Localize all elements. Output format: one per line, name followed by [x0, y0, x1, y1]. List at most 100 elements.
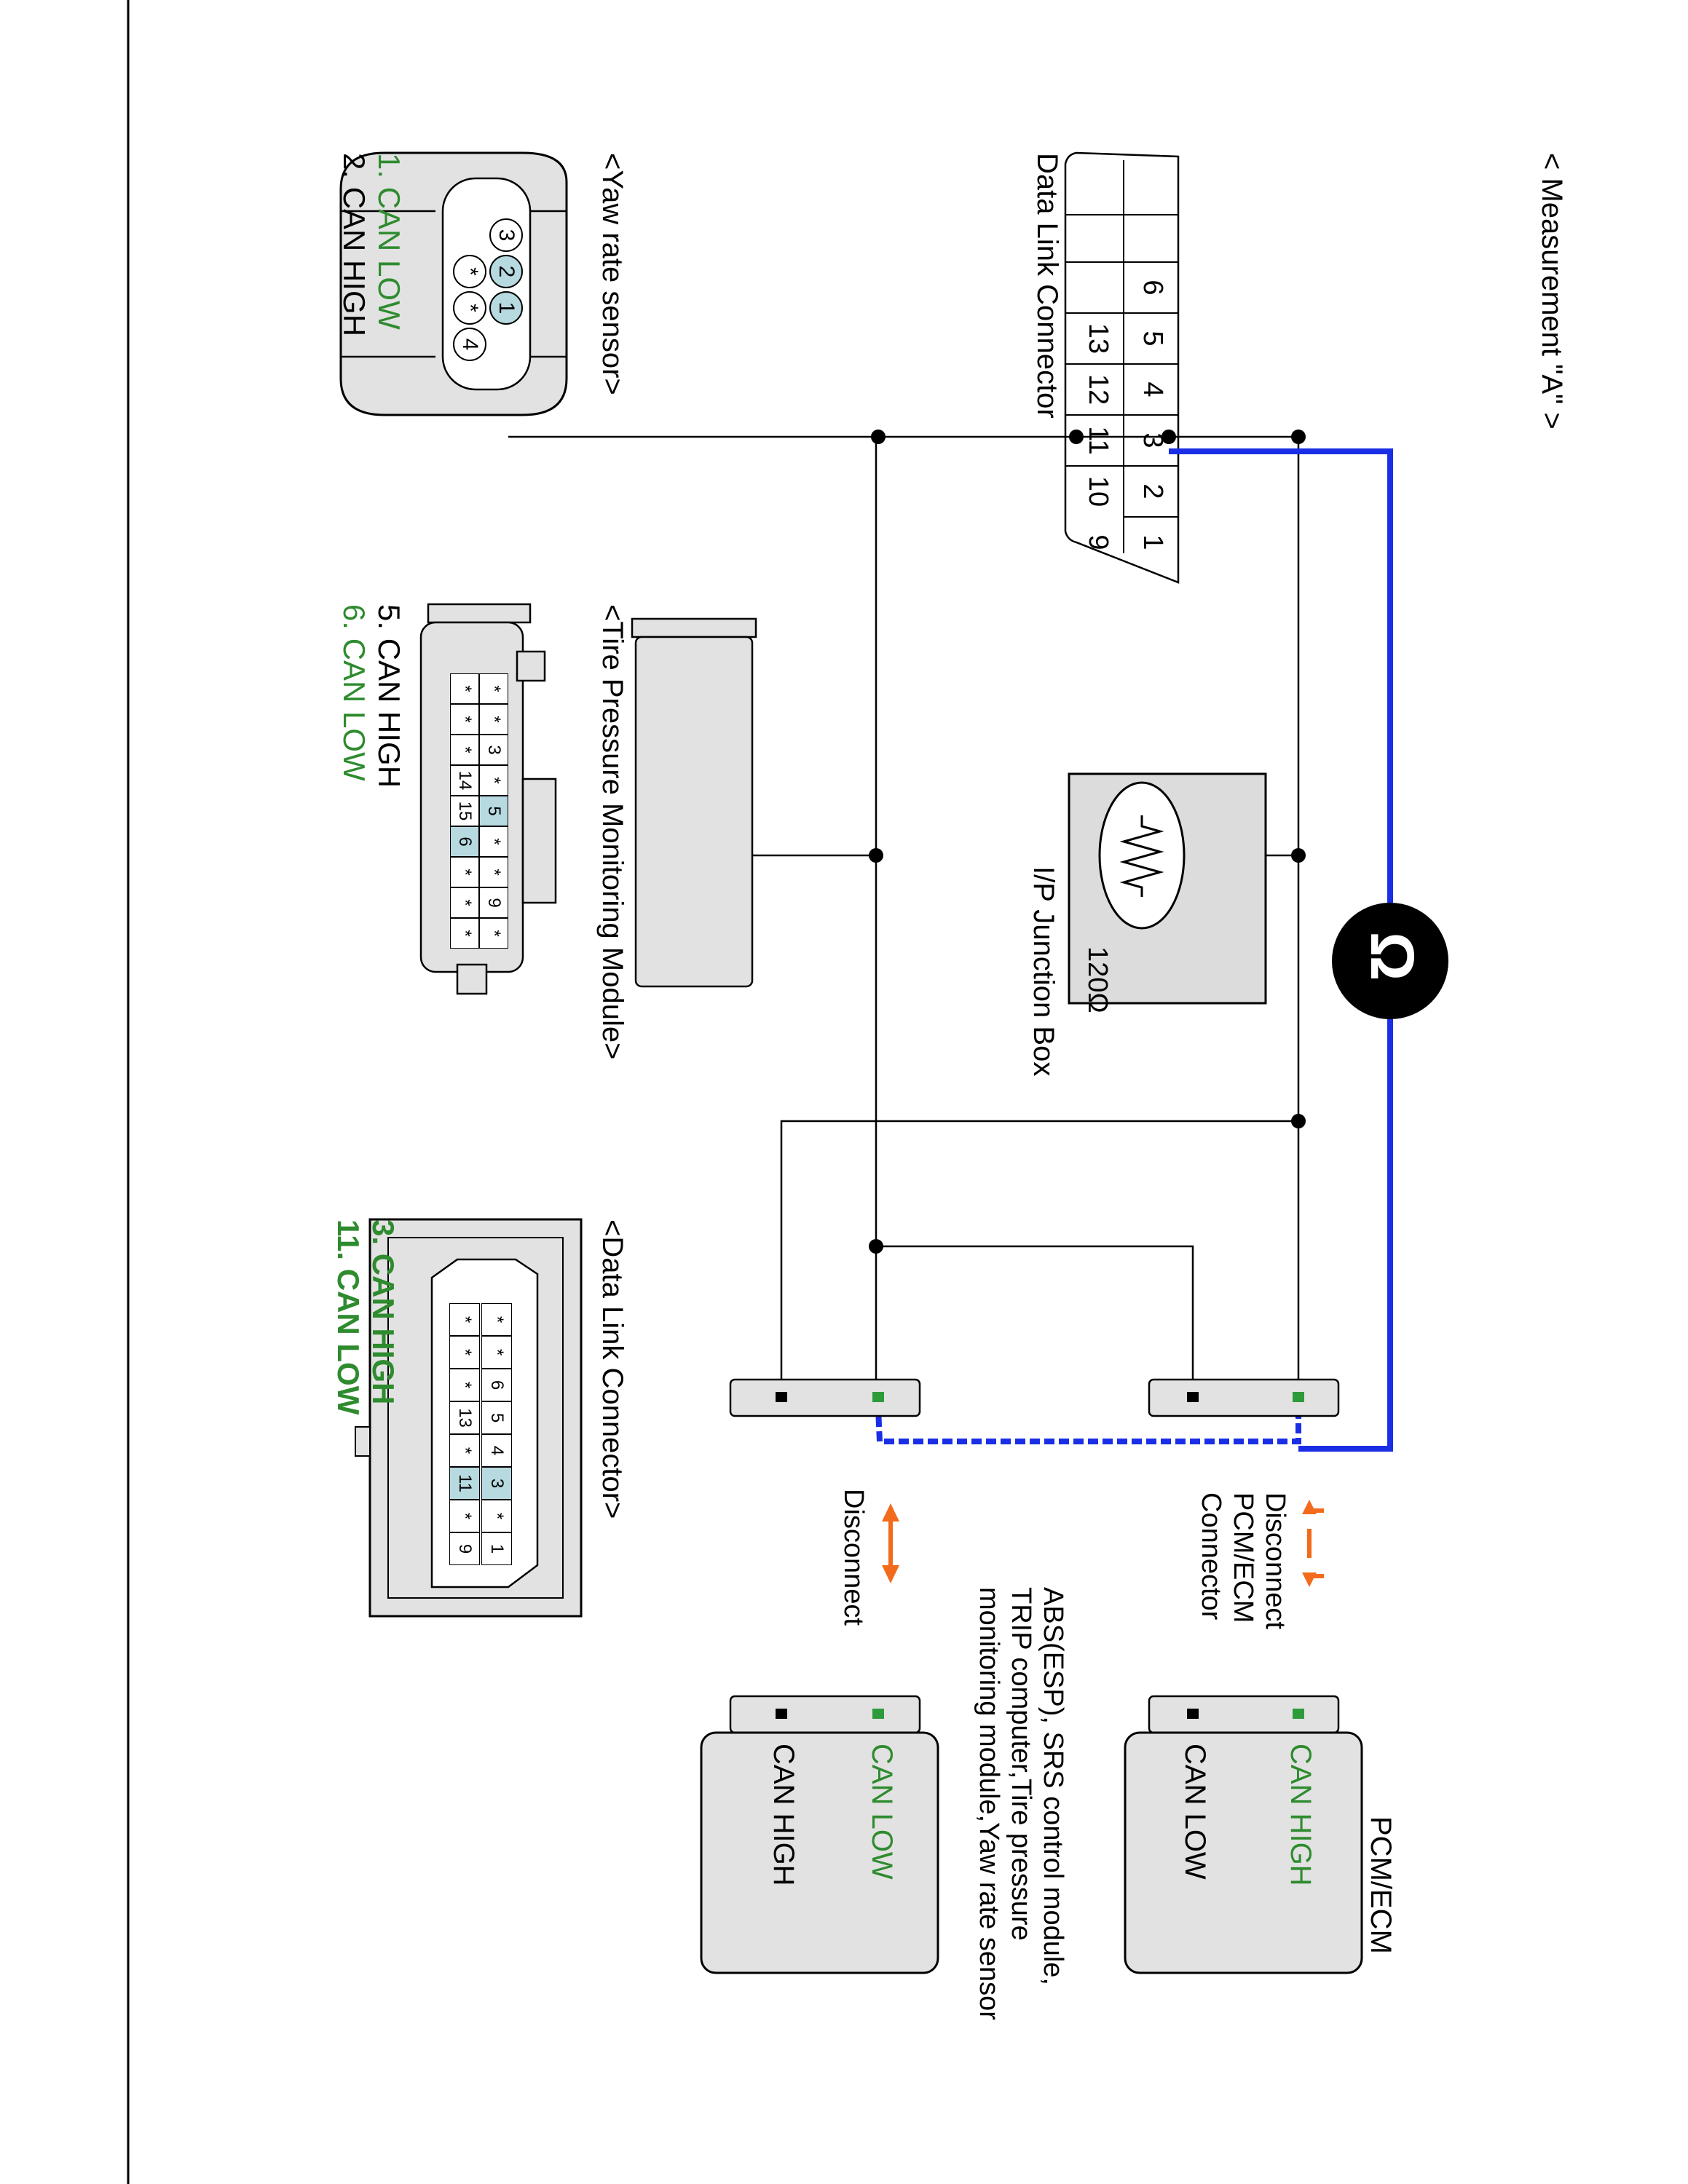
dlc-detail-pin: *: [481, 1500, 512, 1532]
dlc-pin11-dot: [1069, 430, 1084, 444]
tpms-pin: *: [450, 857, 479, 887]
dlc-detail-pin: 5: [481, 1401, 512, 1434]
dlc-detail-pin: *: [481, 1303, 512, 1336]
tpms-pin: 9: [479, 887, 508, 918]
tpms-pin: *: [479, 857, 508, 887]
dlc-detail-pin: *: [449, 1336, 480, 1369]
tpms-pin: *: [479, 673, 508, 704]
tpms-pin: 14: [450, 765, 479, 796]
pcm-module-box: [1124, 1695, 1363, 1974]
resistor-housing: [1098, 781, 1186, 930]
dlc-detail-pin: 6: [481, 1369, 512, 1401]
wire-other-ground: [876, 1245, 1194, 1398]
dlc-detail-pin: 11: [449, 1467, 480, 1500]
dlc-detail-pin: *: [481, 1336, 512, 1369]
dlc-detail-pin: *: [449, 1303, 480, 1336]
yaw-sensor-title: <Yaw rate sensor>: [596, 153, 628, 395]
dlc-detail-pin: 1: [481, 1532, 512, 1565]
tpms-pin: 6: [450, 826, 479, 857]
dlc-detail-legend-2: 11. CAN LOW: [331, 1219, 366, 1415]
resistor-symbol: [1119, 815, 1164, 897]
tpms-mid-row: * * * 14 15 6 * * *: [450, 673, 479, 949]
dlc-detail-pin: *: [449, 1369, 480, 1401]
tpms-top-row: * * 3 * 5 * * 9 *: [479, 673, 508, 949]
tpms-pin-grid: * * 3 * 5 * * 9 * * * * 14 15 6 * * *: [421, 673, 508, 965]
dlc-detail-legend-1: 3. CAN HIGH: [366, 1219, 401, 1405]
yaw-pin: 4: [453, 328, 486, 361]
tpms-pin: *: [450, 673, 479, 704]
pcm-harness-connector: [1148, 1378, 1340, 1417]
ohmmeter-icon: [1332, 903, 1448, 1019]
tpms-legend-2: 6. CAN LOW: [337, 604, 371, 781]
other-harness-connector: [729, 1378, 921, 1417]
yaw-pin: *: [453, 255, 486, 288]
dlc-pin: 1: [1137, 534, 1168, 550]
tpms-pin: 15: [450, 796, 479, 826]
tpms-pin: *: [450, 735, 479, 765]
dlc-shape: [1064, 151, 1180, 584]
yaw-pin: *: [453, 291, 486, 325]
tpms-pin: *: [479, 765, 508, 796]
probe-wire-dashed: [875, 1408, 1301, 1444]
disconnect-pcm-line: Connector: [1196, 1492, 1226, 1621]
pcm-module-title: PCM/ECM: [1365, 1816, 1397, 1954]
dlc-detail-pin: 4: [481, 1434, 512, 1467]
wire-pcm-ground: [780, 1120, 1298, 1398]
yaw-pin: 2: [489, 255, 523, 288]
dlc-pin: 9: [1083, 534, 1113, 550]
tpms-pin: *: [479, 918, 508, 949]
disconnect-arrow-other: [882, 1503, 899, 1583]
disconnect-arrow-pcm: [1302, 1500, 1324, 1587]
resistor-value: 120Ω: [1082, 946, 1113, 1013]
dlc-pin: 11: [1083, 426, 1113, 455]
tpms-pin: *: [450, 704, 479, 735]
other-module-title-line: monitoring module,Yaw rate sensor: [974, 1587, 1004, 2020]
other-module-title: ABS(ESP), SRS control module, TRIP compu…: [973, 1587, 1069, 2020]
junction-box-label: I/P Junction Box: [1028, 866, 1060, 1077]
tpms-pin: *: [450, 887, 479, 918]
dlc-pin-row2: 13 12 11 10 9: [1065, 313, 1124, 568]
dlc-pin: 10: [1083, 475, 1113, 507]
dlc-detail-pin: 13: [449, 1401, 480, 1434]
other-module-title-line: ABS(ESP), SRS control module,: [1038, 1587, 1068, 1985]
tpms-pin: *: [479, 704, 508, 735]
tpms-pin: *: [479, 826, 508, 857]
dlc-pin: 6: [1137, 280, 1168, 296]
other-can-high: CAN HIGH: [768, 1744, 800, 1886]
yaw-pin: 1: [489, 291, 523, 325]
dlc-detail-pin: 3: [481, 1467, 512, 1500]
dlc-detail-bot-row: 9 * 11 * 13 * * *: [449, 1303, 480, 1565]
disconnect-pcm-label: Disconnect PCM/ECM Connector: [1195, 1492, 1291, 1629]
yaw-pin: 3: [489, 218, 523, 252]
dlc-detail-top-row: 1 * 3 4 5 6 * *: [481, 1303, 512, 1565]
dlc-pin: 5: [1137, 331, 1168, 347]
dlc-pin: 2: [1137, 483, 1168, 499]
disconnect-other-label: Disconnect: [838, 1489, 869, 1626]
yaw-legend-1: 1. CAN LOW: [372, 153, 406, 330]
dlc-detail-pin: 9: [449, 1532, 480, 1565]
other-module-title-line: TRIP computer,Tire pressure: [1006, 1587, 1036, 1941]
ohm-symbol: Ω: [1358, 932, 1427, 981]
yaw-sensor-pins: 3 2 1 * * 4: [450, 218, 523, 364]
junction-dots: [869, 430, 1306, 1254]
dlc-detail-pin: *: [449, 1434, 480, 1467]
yaw-legend-2: 2. CAN HIGH: [337, 153, 371, 337]
dlc-detail-pin-grid: 1 * 3 4 5 6 * * 9 * 11 * 13 * * *: [446, 1303, 512, 1565]
dlc-pin: 13: [1083, 323, 1113, 355]
disconnect-pcm-line: PCM/ECM: [1228, 1492, 1258, 1623]
pcm-can-high: CAN HIGH: [1285, 1744, 1317, 1886]
dlc-pin3-dot: [1162, 430, 1176, 444]
tpms-pin: 5: [479, 796, 508, 826]
tpms-legend-1: 5. CAN HIGH: [372, 604, 406, 788]
dlc-label: Data Link Connector: [1031, 153, 1063, 419]
dlc-pin: 3: [1137, 432, 1168, 448]
dlc-pin: 12: [1083, 373, 1113, 405]
disconnect-pcm-line: Disconnect: [1260, 1492, 1290, 1629]
tpms-pin: 3: [479, 735, 508, 765]
dlc-detail-title: <Data Link Connector>: [596, 1219, 628, 1519]
dlc-pin: 4: [1137, 381, 1168, 397]
other-can-low: CAN LOW: [866, 1744, 898, 1880]
dlc-detail-pin: *: [449, 1500, 480, 1532]
other-module-box: [700, 1695, 939, 1974]
